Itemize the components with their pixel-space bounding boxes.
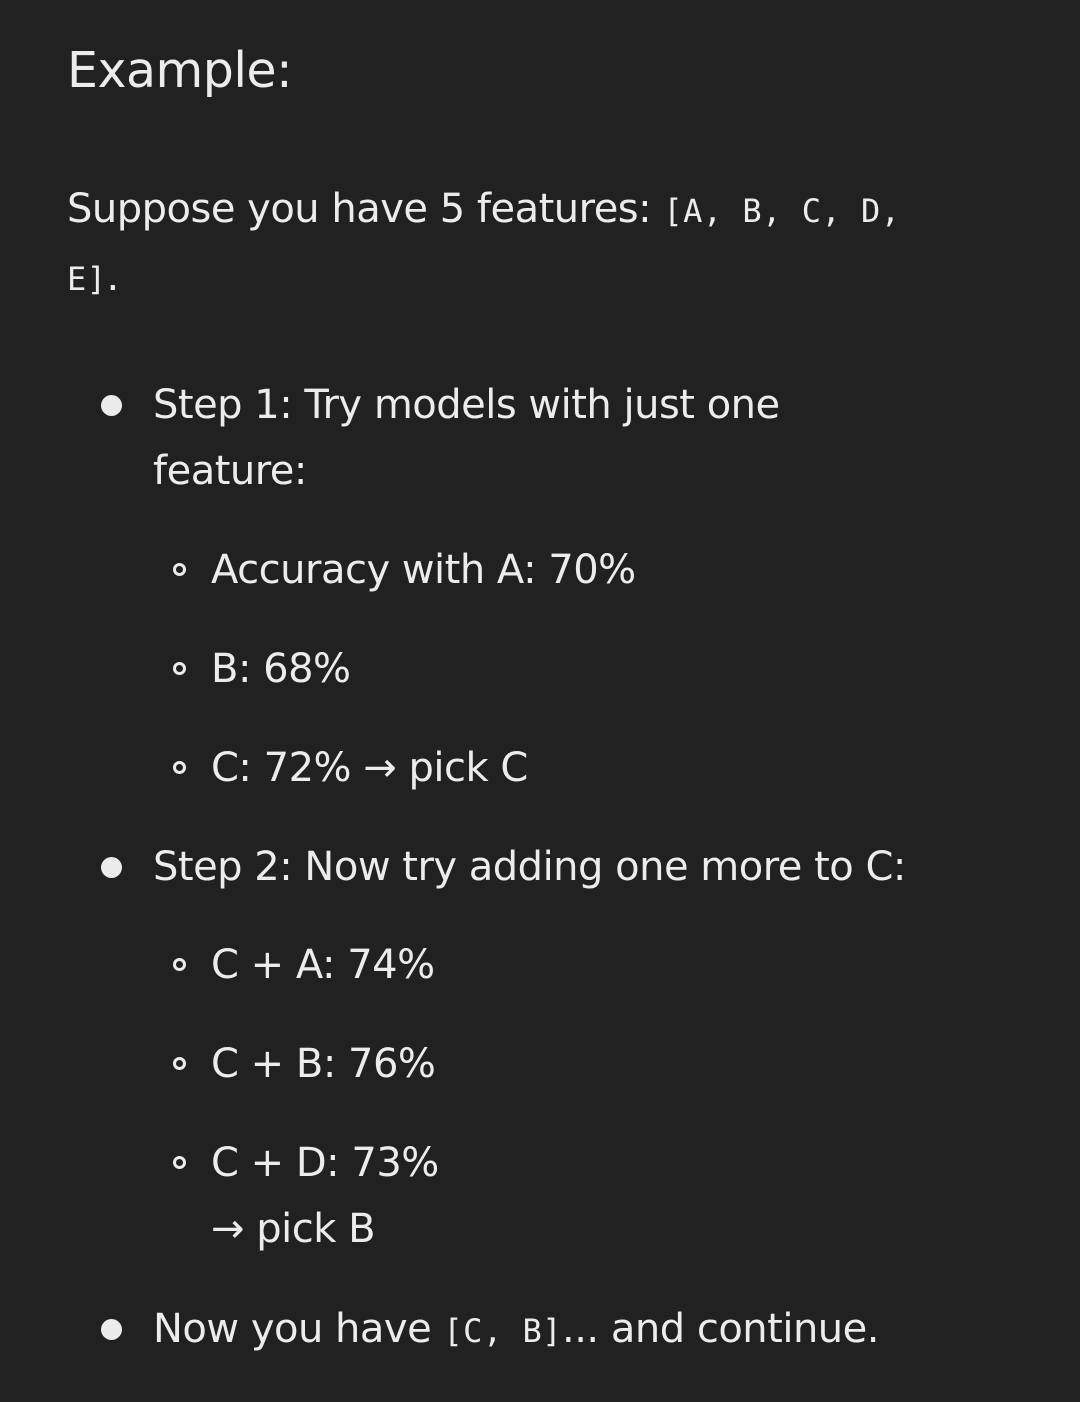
- sub-bullet-icon: [173, 1156, 186, 1169]
- step-3-text-after: ... and continue.: [562, 1306, 879, 1352]
- bullet-icon: [101, 1319, 122, 1340]
- sub-bullet-icon: [173, 662, 186, 675]
- step-2-item-3-continued: → pick B: [211, 1206, 376, 1252]
- features-code-end: E]: [67, 260, 107, 298]
- step-3-text-before: Now you have: [153, 1306, 444, 1352]
- step-1-item-3: C: 72% → pick C: [211, 745, 528, 791]
- selected-features-code: [C, B]: [443, 1312, 562, 1350]
- step-1-text-continued: feature:: [153, 448, 307, 494]
- features-code: [A, B, C, D,: [663, 192, 901, 230]
- intro-text: Suppose you have 5 features:: [67, 186, 664, 232]
- step-1-item-1: Accuracy with A: 70%: [211, 547, 636, 593]
- step-3-text: Now you have [C, B]... and continue.: [153, 1296, 879, 1364]
- step-1-text: Step 1: Try models with just one: [153, 382, 780, 428]
- intro-period: .: [106, 254, 120, 300]
- step-2-text: Step 2: Now try adding one more to C:: [153, 844, 906, 890]
- sub-bullet-icon: [173, 958, 186, 971]
- step-2-item-2: C + B: 76%: [211, 1041, 436, 1087]
- step-2-item-3: C + D: 73%: [211, 1140, 439, 1186]
- sub-bullet-icon: [173, 1057, 186, 1070]
- section-heading: Example:: [67, 42, 293, 99]
- intro-paragraph: Suppose you have 5 features: [A, B, C, D…: [67, 176, 1027, 312]
- step-1-item-2: B: 68%: [211, 646, 351, 692]
- bullet-icon: [101, 857, 122, 878]
- sub-bullet-icon: [173, 563, 186, 576]
- step-2-item-1: C + A: 74%: [211, 942, 435, 988]
- sub-bullet-icon: [173, 761, 186, 774]
- bullet-icon: [101, 395, 122, 416]
